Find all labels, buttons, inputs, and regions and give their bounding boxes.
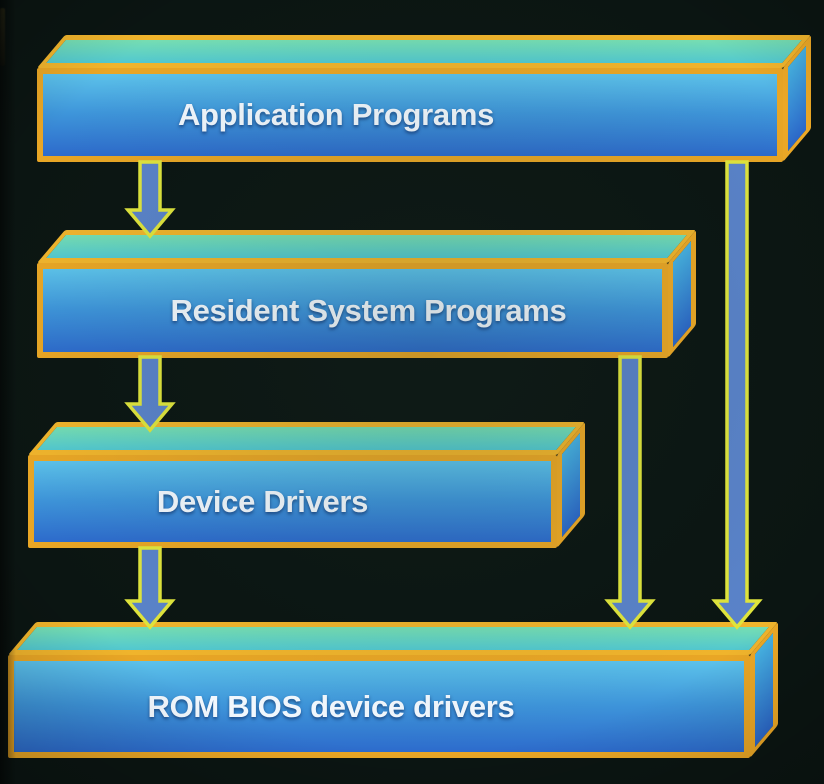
box-label-rom-bios-device-drivers: ROM BIOS device drivers <box>147 688 515 724</box>
box-top-face <box>8 622 779 655</box>
box-front-face: Device Drivers <box>28 455 557 548</box>
left-edge-artifact <box>0 8 5 66</box>
box-front-face: ROM BIOS device drivers <box>8 655 750 758</box>
box-top-face <box>28 422 586 455</box>
box-top-face <box>37 230 697 263</box>
arrow-application-to-rom-bios-icon <box>711 160 763 630</box>
arrow-resident-to-rom-bios-icon <box>604 355 656 630</box>
box-top-face <box>37 35 812 68</box>
arrow-device-drivers-to-rom-bios-icon <box>124 546 176 630</box>
box-label-application-programs: Application Programs <box>177 97 495 132</box>
box-front-face: Application Programs <box>37 68 783 162</box>
arrow-application-to-resident-icon <box>124 160 176 239</box>
arrow-resident-to-device-drivers-icon <box>124 355 176 433</box>
box-label-resident-system-programs: Resident System Programs <box>170 292 567 328</box>
box-front-face: Resident System Programs <box>37 263 668 358</box>
box-label-device-drivers: Device Drivers <box>156 483 369 519</box>
